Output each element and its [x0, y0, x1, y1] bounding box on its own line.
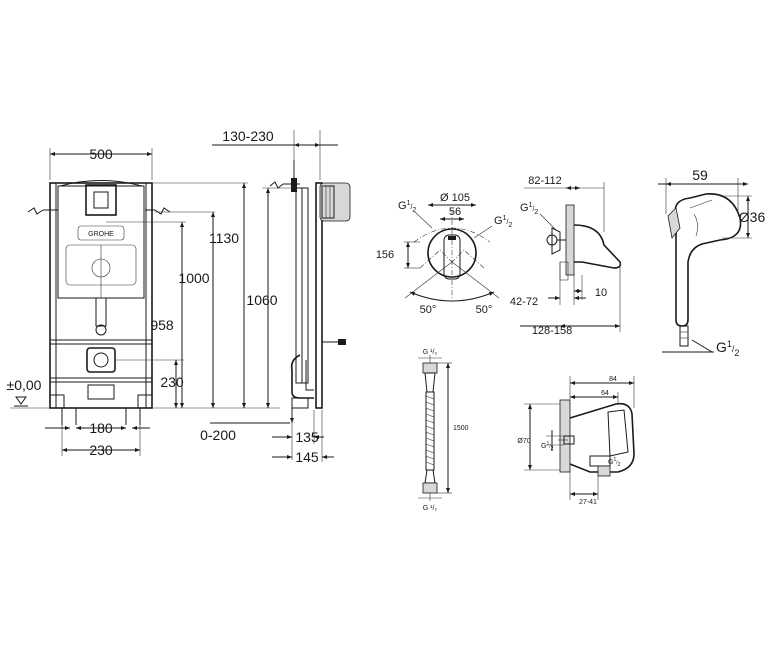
shower-hose: [422, 362, 438, 494]
handshower-thread: G1/2: [716, 339, 739, 358]
dim-depth-10: 10: [595, 287, 607, 299]
frame-dimensions: 500 1130 1000 958 230 ±0,00 180 230: [7, 146, 280, 458]
hand-shower-connector: [679, 325, 689, 347]
holder-body: [569, 402, 635, 473]
dim-range-27-41: 27-41: [579, 499, 597, 506]
floor-level-marker: [15, 396, 27, 405]
hand-shower-dimensions: 59 Ø36 G1/2: [658, 167, 765, 358]
dim-range-82-112: 82-112: [528, 175, 561, 187]
angle-left: 50°: [420, 304, 437, 316]
side-view-dimensions: 130-230 1060 0-200 135 145: [200, 128, 338, 465]
dim-depth-130-230: 130-230: [222, 128, 274, 144]
thread-left: G1/2: [398, 200, 416, 214]
holder-thread: G1/2: [541, 441, 554, 452]
dim-floor-0-200: 0-200: [200, 427, 236, 443]
dim-width-56: 56: [449, 206, 461, 218]
dim-depth-145: 145: [295, 449, 319, 465]
holder-dimensions: 84 64 Ø70 G1/2 27-41 G1/2: [517, 376, 635, 506]
angle-right: 50°: [476, 304, 493, 316]
dim-diameter-70: Ø70: [517, 438, 530, 445]
thread-right: G1/2: [494, 215, 512, 229]
dim-range-42-72: 42-72: [510, 296, 538, 308]
hand-shower: [667, 193, 742, 347]
brand-plate: [77, 225, 125, 241]
dim-height-156: 156: [376, 249, 394, 261]
dim-width-64: 64: [601, 390, 609, 397]
drain-outlet: [86, 347, 116, 373]
dim-depth-135: 135: [295, 429, 319, 445]
dim-height-1000: 1000: [178, 270, 209, 286]
hand-shower-body: [674, 193, 742, 327]
mixer-front-view: [404, 210, 500, 302]
mixer-side-view: [546, 204, 622, 281]
dim-height-1130: 1130: [209, 230, 239, 246]
dim-hose-length-1500: 1500: [453, 425, 469, 432]
frame-outline: [49, 182, 153, 409]
mixer-front-dimensions: Ø 105 56 G1/2 G1/2 156 50° 50°: [376, 192, 513, 316]
dim-width-500: 500: [89, 146, 113, 162]
mixer-side-lever: [573, 224, 622, 269]
holder-outlet-thread: G1/2: [608, 457, 621, 468]
dim-diameter-36: Ø36: [739, 209, 766, 225]
wall: [315, 182, 323, 409]
hose-dimensions: G ¹/₂ 1500 G ¹/₂: [418, 349, 469, 512]
floor-level-label: ±0,00: [7, 377, 42, 393]
dim-width-59: 59: [692, 167, 708, 183]
dim-width-230: 230: [89, 442, 113, 458]
dim-height-230: 230: [160, 374, 184, 390]
dim-range-128-158: 128-158: [532, 325, 572, 337]
dim-width-84: 84: [609, 376, 617, 383]
mixer-wall-plate: [565, 204, 575, 276]
dim-width-180: 180: [89, 420, 113, 436]
holder-outlet: [597, 465, 611, 477]
wall-holder: [558, 399, 635, 477]
dim-diameter-105: Ø 105: [440, 192, 470, 204]
dim-height-1060: 1060: [246, 292, 277, 308]
flush-plate: [85, 184, 117, 216]
brand-label: GROHE: [88, 231, 114, 238]
mixer-side-dimensions: 82-112 G1/2 42-72 10 128-158: [510, 175, 621, 337]
hose-thread-top: G ¹/₂: [423, 349, 438, 356]
installation-frame-front-view: GROHE: [27, 180, 215, 425]
hose-coil: [425, 391, 435, 471]
side-thread: G1/2: [520, 202, 538, 216]
installation-frame-side-view: [269, 160, 351, 409]
dim-height-958: 958: [150, 317, 174, 333]
hose-thread-bottom: G ¹/₂: [423, 505, 438, 512]
